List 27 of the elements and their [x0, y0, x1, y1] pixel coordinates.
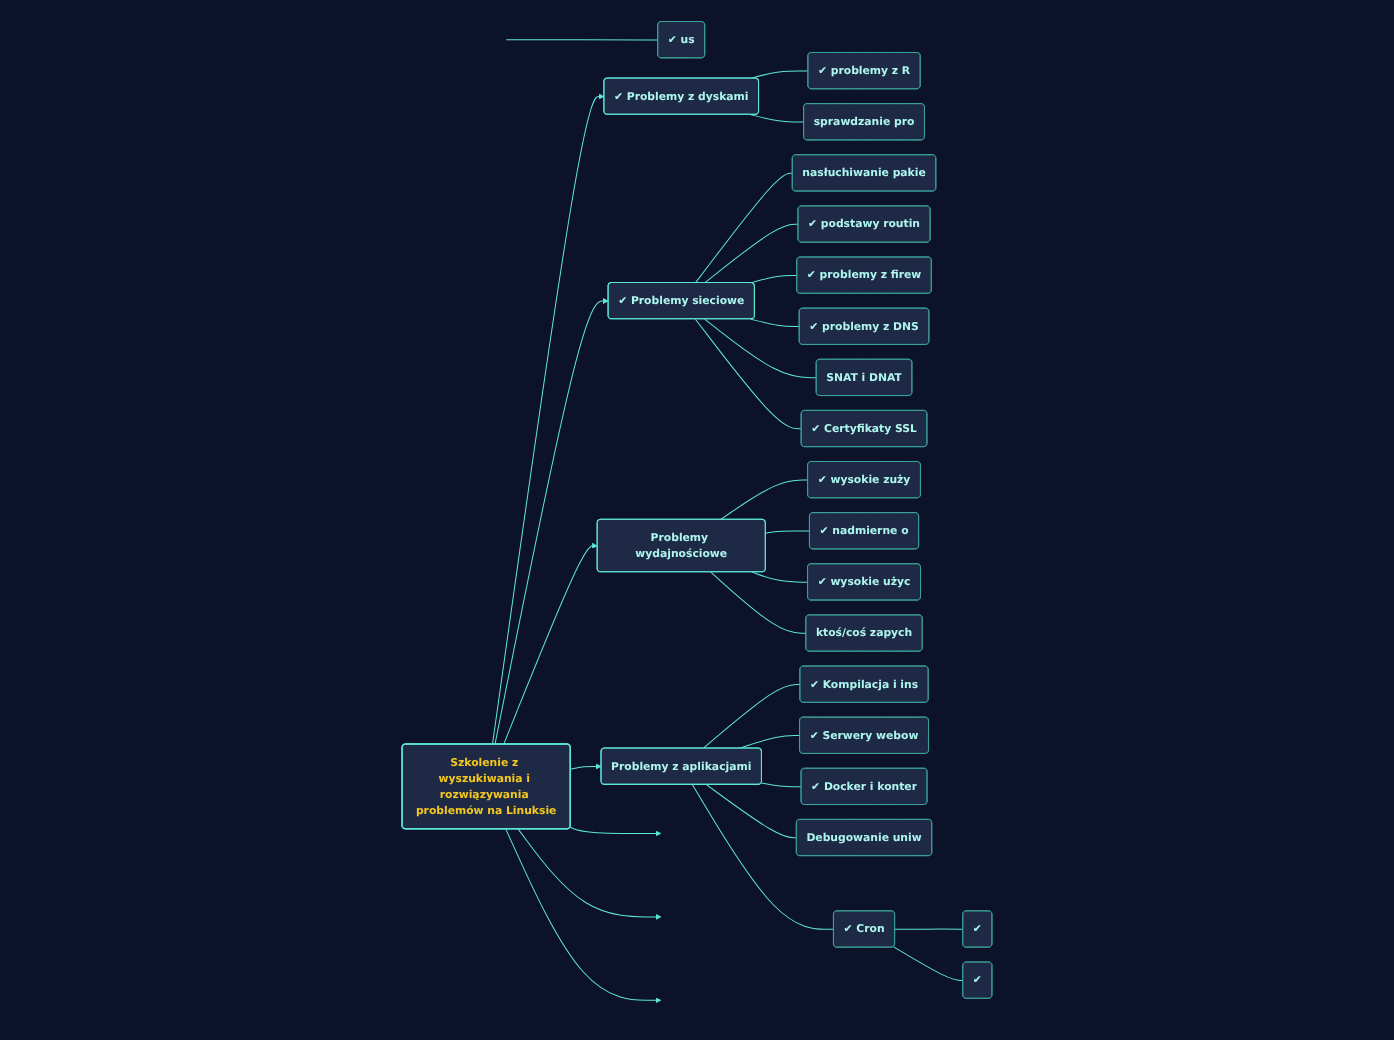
- connector-line: [702, 683, 801, 749]
- arrow: [505, 828, 662, 1004]
- connector-line: [694, 318, 802, 430]
- arrow: [503, 542, 598, 745]
- connector-line: [738, 735, 801, 749]
- connector-line: [750, 114, 805, 123]
- arrow: [494, 298, 609, 745]
- connector-line: [750, 274, 798, 284]
- connector-line: [710, 571, 807, 634]
- arrow: [569, 826, 662, 837]
- connector-line: [704, 223, 799, 284]
- connector-line: [751, 571, 809, 583]
- connector-line: [750, 70, 809, 79]
- connector-line: [719, 479, 809, 521]
- connector-line: [765, 530, 811, 534]
- connector-line: [705, 784, 798, 839]
- connector-line: [694, 172, 794, 284]
- arrow: [517, 828, 662, 920]
- connector-line: [894, 928, 964, 930]
- arrow: [491, 93, 605, 745]
- connector-line: [691, 784, 835, 930]
- connector-line: [505, 39, 659, 41]
- arrow: [570, 763, 602, 770]
- connector-line: [750, 318, 800, 328]
- connector-line: [893, 946, 964, 981]
- connector-line: [760, 782, 802, 788]
- connector-line: [704, 318, 817, 379]
